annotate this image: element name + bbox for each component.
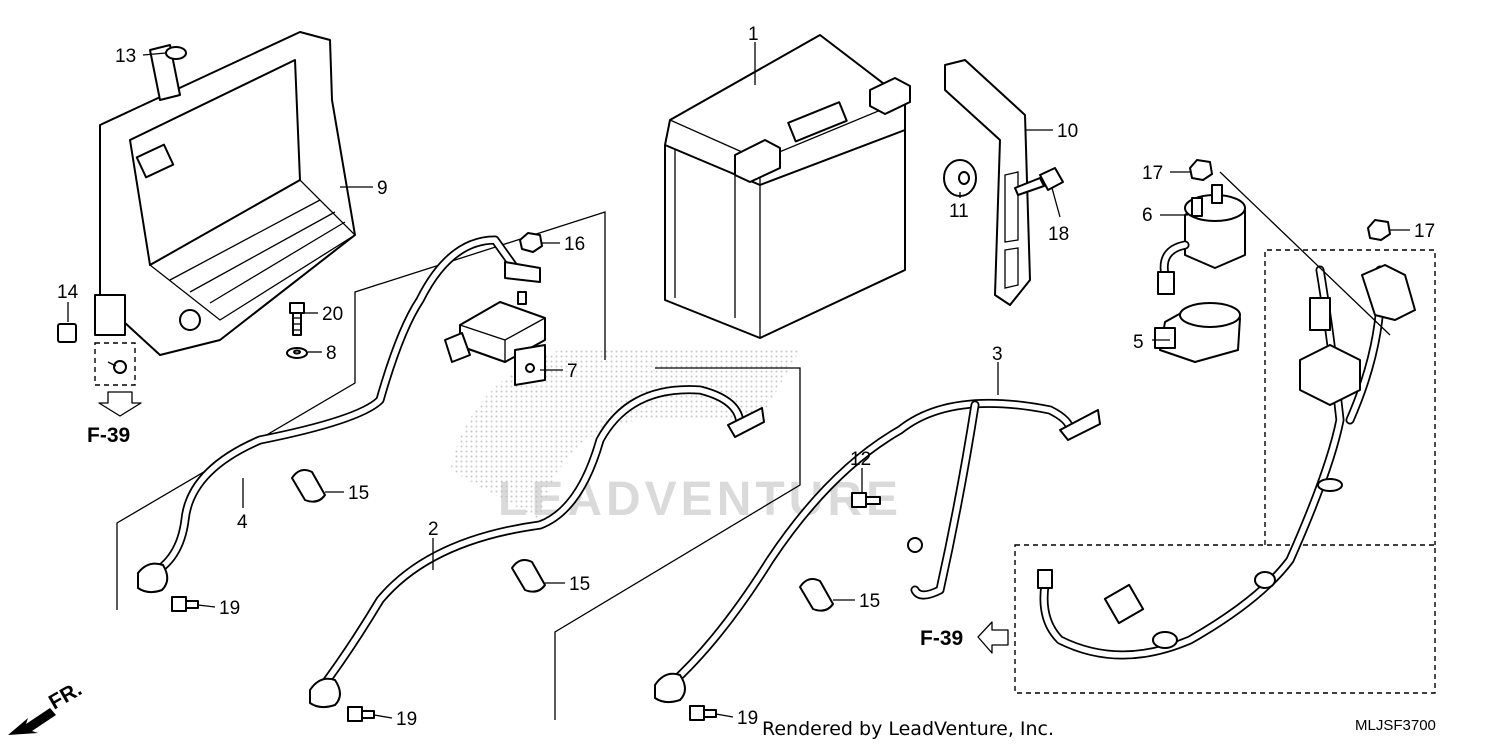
cushion-part-11: [943, 159, 977, 197]
front-direction-arrow: [8, 708, 56, 735]
callout-5: 5: [1133, 332, 1144, 353]
clamp-part-15-c: [799, 578, 834, 612]
callout-16: 16: [564, 234, 585, 255]
cable-part-2: [309, 385, 765, 709]
section-outlines: [94, 211, 1436, 720]
leader-lines: [67, 42, 1410, 719]
ref-arrow-left: [977, 621, 1009, 654]
ref-label-left: F-39: [87, 424, 130, 447]
callout-19-c: 19: [737, 708, 758, 729]
sub-harness: [1037, 264, 1416, 660]
callout-3: 3: [992, 344, 1003, 365]
clip-part-13: [165, 46, 187, 60]
nut-part-17-right: [1367, 219, 1391, 241]
callout-7: 7: [567, 361, 578, 382]
callout-18: 18: [1048, 224, 1069, 245]
nut-part-14: [57, 323, 77, 343]
callout-10: 10: [1057, 121, 1078, 142]
callout-6: 6: [1142, 205, 1153, 226]
bolt-part-19-a: [171, 596, 199, 612]
screw-in-box: [107, 360, 127, 374]
callout-15-c: 15: [859, 591, 880, 612]
relay-part-7: [444, 291, 546, 386]
callout-19-a: 19: [219, 598, 240, 619]
callout-14: 14: [57, 282, 79, 303]
starter-relay-part-6: [1157, 184, 1246, 295]
battery-box: [94, 31, 357, 356]
battery-part-1: [664, 34, 911, 339]
callout-1: 1: [748, 24, 759, 45]
clamp-part-15-b: [511, 559, 546, 593]
callout-13: 13: [115, 46, 136, 67]
callout-20: 20: [322, 304, 343, 325]
callout-17-a: 17: [1142, 163, 1163, 184]
nut-part-16: [519, 232, 543, 253]
ref-label-right: F-39: [920, 627, 963, 650]
clamp-part-15-a: [291, 469, 326, 503]
callout-15-a: 15: [348, 483, 369, 504]
callout-19-b: 19: [396, 709, 417, 730]
bolt-part-20: [289, 302, 305, 336]
callout-17-b: 17: [1414, 221, 1435, 242]
holder-part-10: [944, 59, 1031, 306]
diagram-code: MLJSF3700: [1355, 717, 1436, 734]
washer-part-8: [286, 347, 308, 359]
bolt-part-19-c: [689, 705, 717, 721]
relay-cover-part-5: [1154, 302, 1241, 363]
cable-part-4: [137, 235, 541, 594]
callout-2: 2: [428, 519, 439, 540]
bolt-part-12: [851, 492, 881, 508]
callout-4: 4: [237, 512, 248, 533]
callout-11: 11: [949, 201, 969, 222]
render-credit: Rendered by LeadVenture, Inc.: [762, 718, 1055, 740]
nut-part-17-left: [1189, 159, 1213, 181]
harness-part-3: [654, 398, 1101, 704]
callouts: 1 2 3 4 5 6 7 8 9 10 11 12 13 14 15 15 1…: [57, 24, 1435, 730]
callout-12: 12: [850, 449, 871, 470]
bolt-part-19-b: [347, 706, 375, 722]
front-label: FR.: [45, 677, 86, 714]
callout-8: 8: [326, 343, 337, 364]
callout-9: 9: [377, 178, 388, 199]
ref-arrow-down: [98, 391, 142, 417]
bolt-part-18: [1014, 167, 1064, 196]
callout-15-b: 15: [569, 574, 590, 595]
